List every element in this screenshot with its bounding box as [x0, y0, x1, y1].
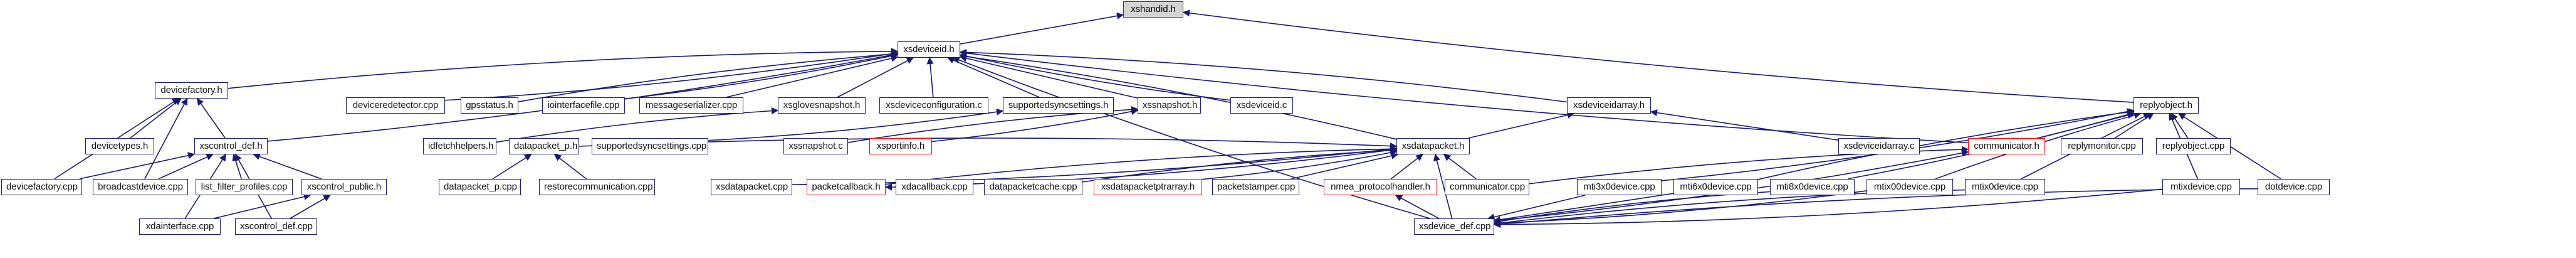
graph-edge: [492, 154, 532, 180]
graph-node-xdainterface-cpp[interactable]: xdainterface.cpp: [139, 218, 221, 235]
graph-node-xscontrol-def-cpp[interactable]: xscontrol_def.cpp: [235, 218, 317, 235]
graph-edge: [197, 98, 226, 139]
graph-edge: [1182, 9, 2134, 103]
graph-edge: [444, 50, 899, 101]
graph-node-xsdeviceid-c[interactable]: xsdeviceid.c: [1230, 97, 1293, 114]
graph-edge: [960, 12, 1124, 45]
graph-node-xsdatapacket-cpp[interactable]: xsdatapacket.cpp: [711, 179, 792, 195]
graph-edge: [130, 98, 182, 139]
graph-edge: [1443, 154, 1477, 180]
graph-edge: [2171, 113, 2189, 139]
graph-edge: [1493, 191, 1771, 225]
graph-node-communicator-cpp[interactable]: communicator.cpp: [1445, 179, 1529, 195]
graph-node-packetcallback-h[interactable]: packetcallback.h: [807, 179, 886, 195]
graph-node-xsglovesnapshot-h[interactable]: xsglovesnapshot.h: [778, 97, 866, 114]
graph-edge: [1493, 193, 1674, 223]
graph-node-xsportinfo-h[interactable]: xsportinfo.h: [869, 138, 932, 154]
graph-node-replymonitor-cpp[interactable]: replymonitor.cpp: [2061, 138, 2143, 154]
graph-edge: [1395, 195, 1440, 219]
graph-edge: [926, 56, 934, 98]
graph-node-xsdatapacket-h[interactable]: xsdatapacket.h: [1396, 138, 1470, 154]
graph-node-xsdeviceidarray-c[interactable]: xsdeviceidarray.c: [1838, 138, 1920, 154]
graph-edge: [837, 57, 914, 98]
graph-edge: [726, 55, 899, 98]
graph-node-replyobject-h[interactable]: replyobject.h: [2134, 97, 2199, 114]
graph-node-restorecommunication-cpp[interactable]: restorecommunication.cpp: [539, 179, 655, 195]
graph-node-xscontrol-public-h[interactable]: xscontrol_public.h: [301, 179, 387, 195]
graph-node-mti8x0device-cpp[interactable]: mti8x0device.cpp: [1770, 179, 1855, 195]
graph-node-deviceredetector-cpp[interactable]: deviceredetector.cpp: [346, 97, 445, 114]
graph-node-mtix00device-cpp[interactable]: mtix00device.cpp: [1867, 179, 1953, 195]
graph-node-datapacket-p-h[interactable]: datapacket_p.h: [509, 138, 579, 154]
graph-edge: [2114, 113, 2154, 139]
graph-edge: [213, 193, 312, 219]
graph-node-xsdeviceidarray-h[interactable]: xsdeviceidarray.h: [1567, 97, 1651, 114]
graph-node-datapacket-p-cpp[interactable]: datapacket_p.cpp: [439, 179, 521, 195]
graph-edge: [554, 154, 587, 180]
graph-node-supportedsyncsettings-cpp[interactable]: supportedsyncsettings.cpp: [592, 138, 708, 154]
graph-node-xsdatapacketptrarray-h[interactable]: xsdatapacketptrarray.h: [1094, 179, 1202, 195]
graph-node-broadcastdevice-cpp[interactable]: broadcastdevice.cpp: [93, 179, 188, 195]
graph-node-mti3x0device-cpp[interactable]: mti3x0device.cpp: [1577, 179, 1662, 195]
graph-edge: [1390, 154, 1423, 180]
graph-edge: [232, 153, 243, 180]
graph-edge: [158, 154, 214, 180]
graph-edge: [1487, 195, 1586, 221]
graph-node-dotdevice-cpp[interactable]: dotdevice.cpp: [2258, 179, 2330, 195]
graph-edge: [496, 107, 779, 143]
graph-edge: [1202, 149, 1398, 180]
graph-edge: [290, 195, 331, 219]
graph-node-xsdeviceid-h[interactable]: xsdeviceid.h: [898, 41, 960, 58]
graph-node-mtix0device-cpp[interactable]: mtix0device.cpp: [1965, 179, 2045, 195]
graph-edge: [1650, 109, 1839, 141]
graph-node-nmea-protocolhandler-h[interactable]: nmea_protocolhandler.h: [1324, 179, 1437, 195]
graph-node-mti6x0device-cpp[interactable]: mti6x0device.cpp: [1673, 179, 1758, 195]
graph-node-xscontrol-def-h[interactable]: xscontrol_def.h: [194, 138, 268, 154]
graph-edge: [1468, 111, 1574, 139]
graph-edge: [931, 108, 1139, 142]
graph-node-communicator-h[interactable]: communicator.h: [1968, 138, 2045, 154]
graph-node-iointerfacefile-cpp[interactable]: iointerfacefile.cpp: [542, 97, 625, 114]
graph-node-list-filter-profiles-cpp[interactable]: list_filter_profiles.cpp: [196, 179, 293, 195]
graph-edge: [1291, 152, 1398, 180]
graph-edge: [1082, 146, 1398, 183]
graph-edge: [2038, 112, 2135, 139]
graph-node-xshandid-h[interactable]: xshandid.h: [1123, 1, 1183, 18]
graph-node-packetstamper-cpp[interactable]: packetstamper.cpp: [1212, 179, 1299, 195]
graph-edge: [228, 48, 899, 89]
graph-edge: [1493, 190, 1867, 227]
graph-node-xdacallback-cpp[interactable]: xdacallback.cpp: [896, 179, 973, 195]
graph-edge: [624, 52, 899, 100]
graph-node-xssnapshot-h[interactable]: xssnapshot.h: [1138, 97, 1201, 114]
graph-node-xssnapshot-c[interactable]: xssnapshot.c: [783, 138, 848, 154]
graph-edge: [518, 50, 899, 102]
graph-node-datapacketcache-cpp[interactable]: datapacketcache.cpp: [984, 179, 1082, 195]
graph-edge: [959, 53, 1231, 101]
graph-edge: [253, 153, 322, 180]
graph-node-xsdevice-def-cpp[interactable]: xsdevice_def.cpp: [1414, 218, 1494, 235]
graph-edge: [959, 55, 1138, 99]
graph-node-devicefactory-cpp[interactable]: devicefactory.cpp: [1, 179, 82, 195]
graph-node-devicefactory-h[interactable]: devicefactory.h: [155, 82, 228, 99]
graph-edge: [79, 152, 196, 180]
graph-node-replyobject-cpp[interactable]: replyobject.cpp: [2156, 138, 2231, 154]
graph-node-supportedsyncsettings-h[interactable]: supportedsyncsettings.h: [1003, 97, 1114, 114]
graph-edge: [708, 108, 1004, 141]
graph-node-mtixdevice-cpp[interactable]: mtixdevice.cpp: [2162, 179, 2240, 195]
graph-node-devicetypes-h[interactable]: devicetypes.h: [85, 138, 154, 154]
graph-node-messageserializer-cpp[interactable]: messageserializer.cpp: [639, 97, 743, 114]
graph-edge: [947, 56, 1040, 98]
graph-node-idfetchhelpers-h[interactable]: idfetchhelpers.h: [423, 138, 496, 154]
graph-edge: [959, 48, 1568, 103]
graph-node-gpsstatus-h[interactable]: gpsstatus.h: [461, 97, 518, 114]
graph-node-xsdeviceconfiguration-c[interactable]: xsdeviceconfiguration.c: [879, 97, 988, 114]
